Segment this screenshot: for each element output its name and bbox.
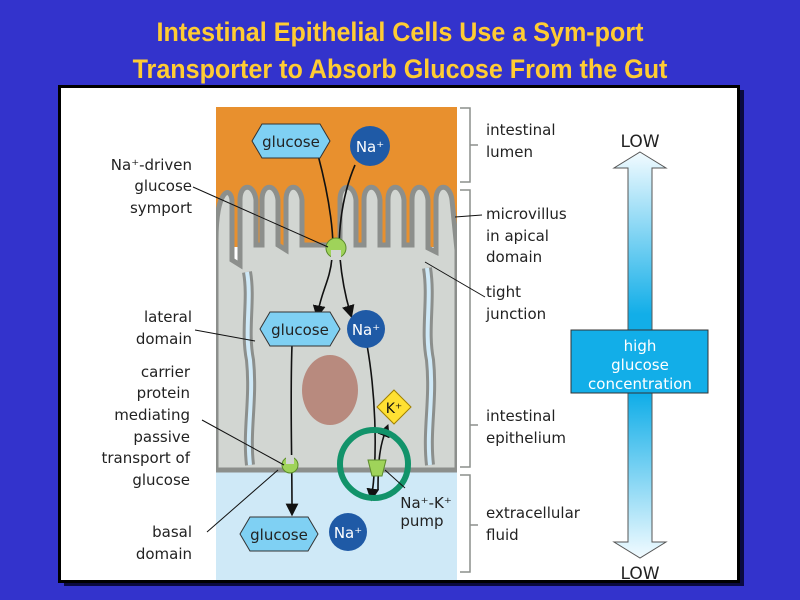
leader-lateral bbox=[194, 329, 256, 342]
svg-text:intestinal: intestinal bbox=[486, 407, 556, 425]
svg-text:protein: protein bbox=[137, 384, 190, 402]
svg-text:symport: symport bbox=[130, 199, 192, 217]
leader-tight-junction bbox=[424, 261, 486, 298]
glucose-path-basal bbox=[285, 344, 299, 517]
svg-text:mediating: mediating bbox=[114, 406, 190, 424]
svg-text:pump: pump bbox=[400, 512, 443, 530]
carrier-protein-icon bbox=[281, 455, 299, 474]
svg-text:concentration: concentration bbox=[588, 375, 692, 393]
gradient-top-label: LOW bbox=[620, 132, 659, 152]
svg-text:basal: basal bbox=[152, 523, 192, 541]
svg-text:lateral: lateral bbox=[144, 308, 192, 326]
glucose-cytoplasm: glucose bbox=[259, 311, 341, 347]
slide-title: Intestinal Epithelial Cells Use a Sym-po… bbox=[0, 14, 800, 88]
sodium-potassium-pump-icon bbox=[367, 459, 387, 477]
label-carrier-protein: carrier protein mediating passive transp… bbox=[101, 363, 190, 489]
svg-text:junction: junction bbox=[485, 305, 546, 323]
label-basal-domain: basal domain bbox=[136, 523, 192, 563]
title-line-2: Transporter to Absorb Glucose From the G… bbox=[132, 54, 668, 84]
svg-text:in apical: in apical bbox=[486, 227, 549, 245]
leader-microvillus bbox=[454, 214, 483, 218]
symport-protein-icon bbox=[325, 237, 347, 260]
svg-text:passive: passive bbox=[133, 428, 190, 446]
leader-symport bbox=[192, 186, 329, 248]
potassium-ion: K⁺ bbox=[376, 389, 412, 425]
svg-text:fluid: fluid bbox=[486, 526, 519, 544]
glucose-extracellular: glucose bbox=[239, 516, 319, 552]
pump-label: Na⁺-K⁺ pump bbox=[400, 494, 452, 530]
svg-text:high: high bbox=[624, 337, 657, 355]
label-lateral-domain: lateral domain bbox=[136, 308, 192, 348]
svg-text:domain: domain bbox=[486, 248, 542, 266]
svg-text:tight: tight bbox=[486, 283, 521, 301]
svg-text:lumen: lumen bbox=[486, 143, 533, 161]
svg-text:K⁺: K⁺ bbox=[386, 401, 403, 417]
svg-text:Na⁺-driven: Na⁺-driven bbox=[111, 156, 192, 174]
label-intestinal-lumen: intestinal lumen bbox=[486, 121, 556, 161]
svg-text:microvillus: microvillus bbox=[486, 205, 567, 223]
high-concentration-label: high glucose concentration bbox=[588, 337, 692, 393]
region-brackets bbox=[460, 107, 478, 573]
leader-carrier bbox=[201, 419, 285, 466]
label-microvillus: microvillus in apical domain bbox=[486, 205, 567, 266]
nucleus bbox=[302, 355, 358, 425]
label-tight-junction: tight junction bbox=[485, 283, 546, 323]
high-concentration-box bbox=[570, 329, 709, 394]
svg-text:Na⁺: Na⁺ bbox=[334, 524, 362, 542]
label-extracellular-fluid: extracellular fluid bbox=[486, 504, 581, 544]
svg-text:extracellular: extracellular bbox=[486, 504, 581, 522]
leader-basal bbox=[206, 469, 279, 533]
label-symport: Na⁺-driven glucose symport bbox=[111, 156, 192, 217]
svg-text:Na⁺-K⁺: Na⁺-K⁺ bbox=[400, 494, 452, 512]
svg-text:glucose: glucose bbox=[250, 526, 308, 544]
svg-text:glucose: glucose bbox=[271, 321, 329, 339]
svg-text:glucose: glucose bbox=[611, 356, 669, 374]
sodium-path-basal bbox=[366, 344, 380, 502]
svg-text:Na⁺: Na⁺ bbox=[356, 138, 384, 156]
svg-text:intestinal: intestinal bbox=[486, 121, 556, 139]
svg-text:glucose: glucose bbox=[134, 177, 192, 195]
svg-text:carrier: carrier bbox=[141, 363, 191, 381]
svg-text:epithelium: epithelium bbox=[486, 429, 566, 447]
glucose-lumen: glucose bbox=[251, 123, 331, 159]
svg-text:glucose: glucose bbox=[132, 471, 190, 489]
pump-highlight-ring bbox=[337, 427, 411, 501]
gradient-bottom-label: LOW bbox=[620, 564, 659, 584]
sodium-cytoplasm: Na⁺ bbox=[347, 310, 385, 348]
svg-text:domain: domain bbox=[136, 545, 192, 563]
svg-text:transport of: transport of bbox=[101, 449, 190, 467]
svg-text:glucose: glucose bbox=[262, 133, 320, 151]
label-intestinal-epithelium: intestinal epithelium bbox=[486, 407, 566, 447]
svg-text:domain: domain bbox=[136, 330, 192, 348]
svg-text:Na⁺: Na⁺ bbox=[352, 321, 380, 339]
sodium-extracellular: Na⁺ bbox=[329, 513, 367, 551]
sodium-lumen: Na⁺ bbox=[350, 126, 390, 166]
title-line-1: Intestinal Epithelial Cells Use a Sym-po… bbox=[156, 17, 644, 47]
